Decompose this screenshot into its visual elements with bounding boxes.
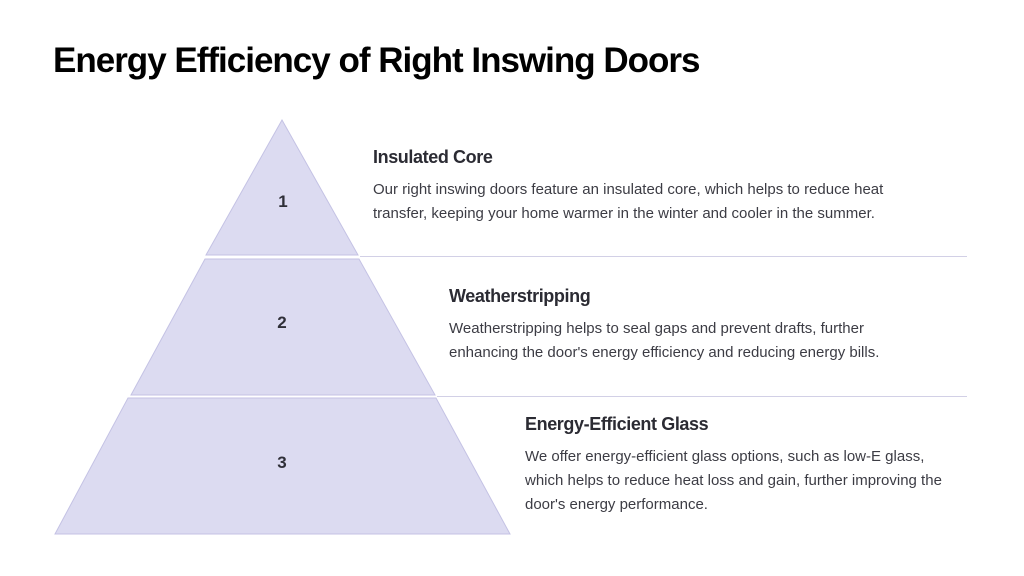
tier-number-2: 2 <box>277 313 286 332</box>
tier-number-3: 3 <box>277 453 286 472</box>
page-title: Energy Efficiency of Right Inswing Doors <box>53 41 700 80</box>
tier-3-heading: Energy-Efficient Glass <box>525 414 709 434</box>
tier-2-heading: Weatherstripping <box>449 286 591 306</box>
pyramid-tier-3 <box>54 397 511 535</box>
tier-1-text: Insulated Core Our right inswing doors f… <box>373 147 933 226</box>
tier-3-description: We offer energy-efficient glass options,… <box>525 448 942 513</box>
tier-2-description: Weatherstripping helps to seal gaps and … <box>449 320 880 361</box>
tier-2-text: Weatherstripping Weatherstripping helps … <box>449 286 929 365</box>
pyramid-tier-1 <box>205 118 359 256</box>
tier-1-heading: Insulated Core <box>373 147 493 167</box>
tier-number-1: 1 <box>278 192 287 211</box>
tier-3-text: Energy-Efficient Glass We offer energy-e… <box>525 414 965 517</box>
tier-1-description: Our right inswing doors feature an insul… <box>373 181 884 222</box>
pyramid-tier-2 <box>130 258 436 396</box>
